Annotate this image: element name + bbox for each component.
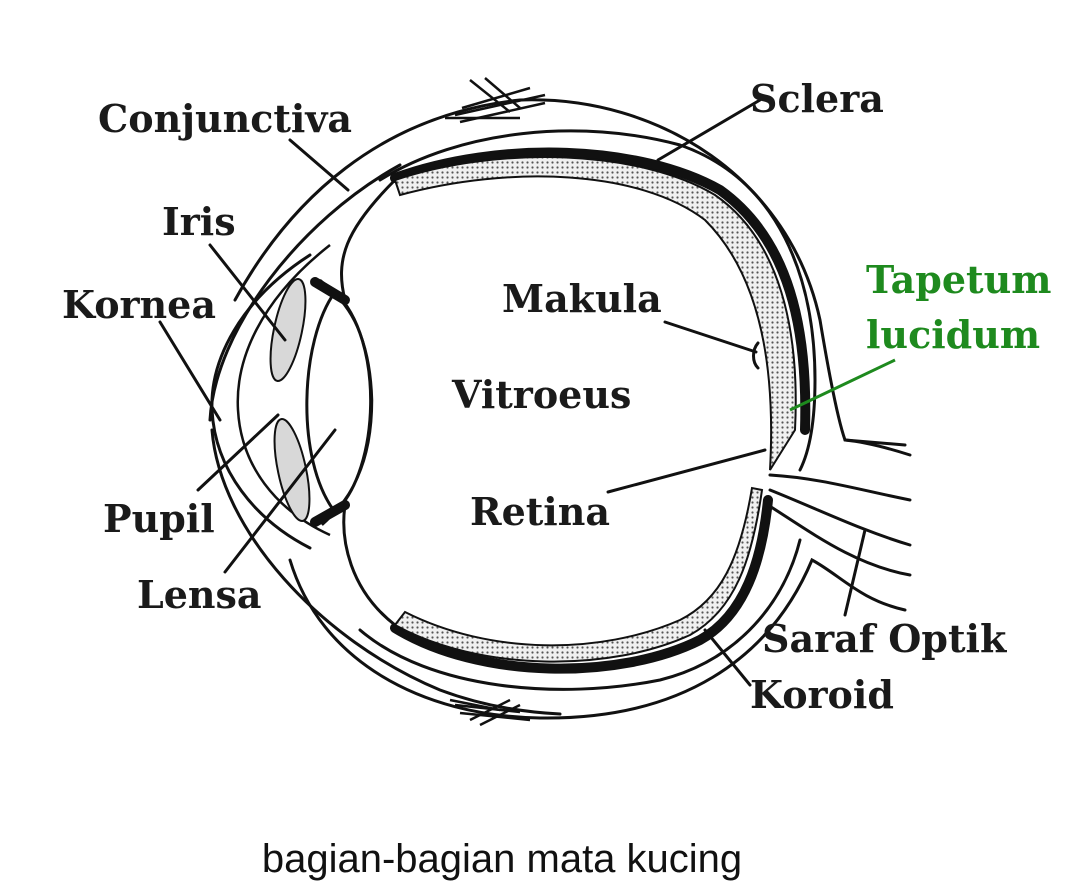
eyelid-hatch-top (445, 77, 546, 124)
leader-sclera (656, 98, 762, 162)
optic-nerve-3 (766, 503, 912, 577)
conjunctiva-outline (208, 163, 402, 422)
label-tapetum-line2: lucidum (866, 312, 1040, 357)
retina-band-lower (393, 486, 764, 663)
choroid-layer (390, 147, 811, 435)
label-vitroeus: Vitroeus (451, 372, 631, 417)
label-kornea: Kornea (62, 282, 216, 327)
leader-lensa (223, 428, 337, 574)
label-pupil: Pupil (103, 496, 215, 541)
sclera-lower-outline (288, 557, 907, 720)
leader-iris (208, 243, 287, 342)
sclera-inner-outline (378, 129, 817, 472)
macula-mark (752, 341, 760, 370)
sclera-outer-outline (233, 98, 907, 447)
label-sclera: Sclera (750, 76, 884, 121)
eyelid-hatch-bottom (449, 698, 531, 727)
lens-outer (319, 279, 374, 526)
leader-conjunctiva (288, 138, 350, 192)
choroid-layer-lower (390, 495, 773, 674)
eyeball-drawing (208, 77, 912, 727)
leader-lines (158, 98, 896, 687)
cornea-inner-outline (236, 244, 331, 537)
sclera-inner-lower (358, 538, 802, 691)
leader-pupil (196, 413, 280, 492)
optic-nerve-2 (768, 488, 912, 547)
label-lensa: Lensa (137, 572, 262, 617)
vitreous-front-upper (340, 178, 397, 302)
label-koroid: Koroid (750, 672, 894, 717)
label-iris: Iris (162, 199, 236, 244)
leader-makula (663, 320, 758, 354)
conjunctiva-lower (210, 428, 562, 716)
leader-tapetum (789, 358, 896, 412)
optic-nerve-1 (768, 473, 912, 502)
lens-outline (305, 289, 373, 515)
optic-nerve-4 (843, 438, 912, 457)
iris-upper (269, 278, 307, 382)
leader-kornea (158, 320, 222, 422)
caption: bagian-bagian mata kucing (262, 837, 742, 881)
ciliary-upper (310, 277, 350, 305)
label-saraf-optik: Saraf Optik (762, 616, 1007, 661)
vitreous-front-lower (342, 503, 397, 627)
leader-retina (606, 448, 767, 494)
leader-koroid (703, 628, 752, 687)
label-makula: Makula (502, 276, 662, 321)
retina-band-upper (393, 156, 797, 471)
label-retina: Retina (470, 489, 610, 534)
ciliary-lower (310, 500, 350, 527)
label-tapetum-line1: Tapetum (866, 257, 1051, 302)
leader-saraf-optik (843, 528, 867, 617)
label-conjunctiva: Conjunctiva (98, 96, 352, 141)
